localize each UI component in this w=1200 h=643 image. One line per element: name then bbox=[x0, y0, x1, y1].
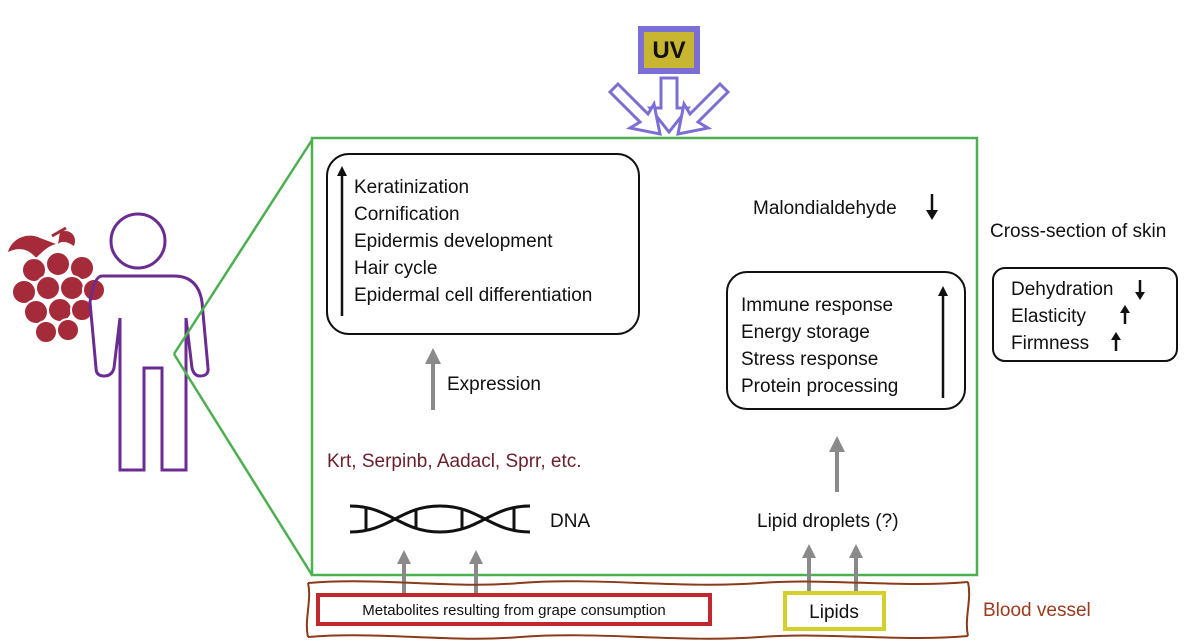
expression-item: Epidermis development bbox=[354, 231, 553, 252]
expression-item: Hair cycle bbox=[354, 258, 437, 279]
expression-panel: Keratinization Cornification Epidermis d… bbox=[326, 153, 640, 335]
skin-effect-label: Elasticity bbox=[1011, 306, 1086, 327]
up-arrow-icon bbox=[1120, 305, 1130, 313]
up-arrow-icon bbox=[1111, 332, 1121, 340]
down-arrow-icon bbox=[926, 210, 938, 220]
cross-section-label: Cross-section of skin bbox=[990, 221, 1166, 242]
metabolites-box bbox=[316, 593, 712, 626]
lipid-droplets-label: Lipid droplets (?) bbox=[757, 511, 899, 532]
response-item: Immune response bbox=[741, 295, 893, 316]
expression-item: Epidermal cell differentiation bbox=[354, 285, 592, 306]
expression-item: Cornification bbox=[354, 204, 460, 225]
expression-item: Keratinization bbox=[354, 177, 469, 198]
metabolites-label: Metabolites resulting from grape consump… bbox=[362, 602, 666, 619]
down-arrow-icon bbox=[1135, 292, 1145, 300]
genes-label: Krt, Serpinb, Aadacl, Sprr, etc. bbox=[327, 451, 582, 472]
grapes-icon bbox=[8, 226, 106, 344]
expression-label: Expression bbox=[447, 374, 541, 395]
up-arrow-icon bbox=[938, 286, 948, 296]
zoom-line-bottom bbox=[172, 353, 314, 576]
expression-arrow-head bbox=[425, 348, 441, 364]
uv-source: UV bbox=[638, 26, 700, 74]
up-arrow-icon bbox=[337, 166, 347, 176]
skin-effects-panel: Dehydration Elasticity Firmness bbox=[992, 267, 1178, 362]
blood-vessel bbox=[305, 580, 971, 640]
dna-label: DNA bbox=[550, 511, 590, 532]
uv-label: UV bbox=[652, 37, 685, 64]
skin-effect-label: Firmness bbox=[1011, 333, 1089, 354]
skin-effect-label: Dehydration bbox=[1011, 279, 1113, 300]
blood-vessel-label: Blood vessel bbox=[983, 600, 1091, 621]
malondialdehyde-label: Malondialdehyde bbox=[753, 198, 897, 219]
response-item: Protein processing bbox=[741, 376, 898, 397]
dna-icon bbox=[349, 504, 531, 534]
response-panel: Immune response Energy storage Stress re… bbox=[726, 271, 966, 410]
lipids-box bbox=[783, 591, 886, 631]
zoom-line-top bbox=[172, 139, 314, 355]
response-item: Stress response bbox=[741, 349, 878, 370]
skin-box bbox=[310, 136, 979, 577]
person-icon bbox=[88, 212, 210, 472]
uv-arrows bbox=[607, 76, 731, 136]
response-item: Energy storage bbox=[741, 322, 870, 343]
lipids-label: Lipids bbox=[809, 602, 859, 623]
